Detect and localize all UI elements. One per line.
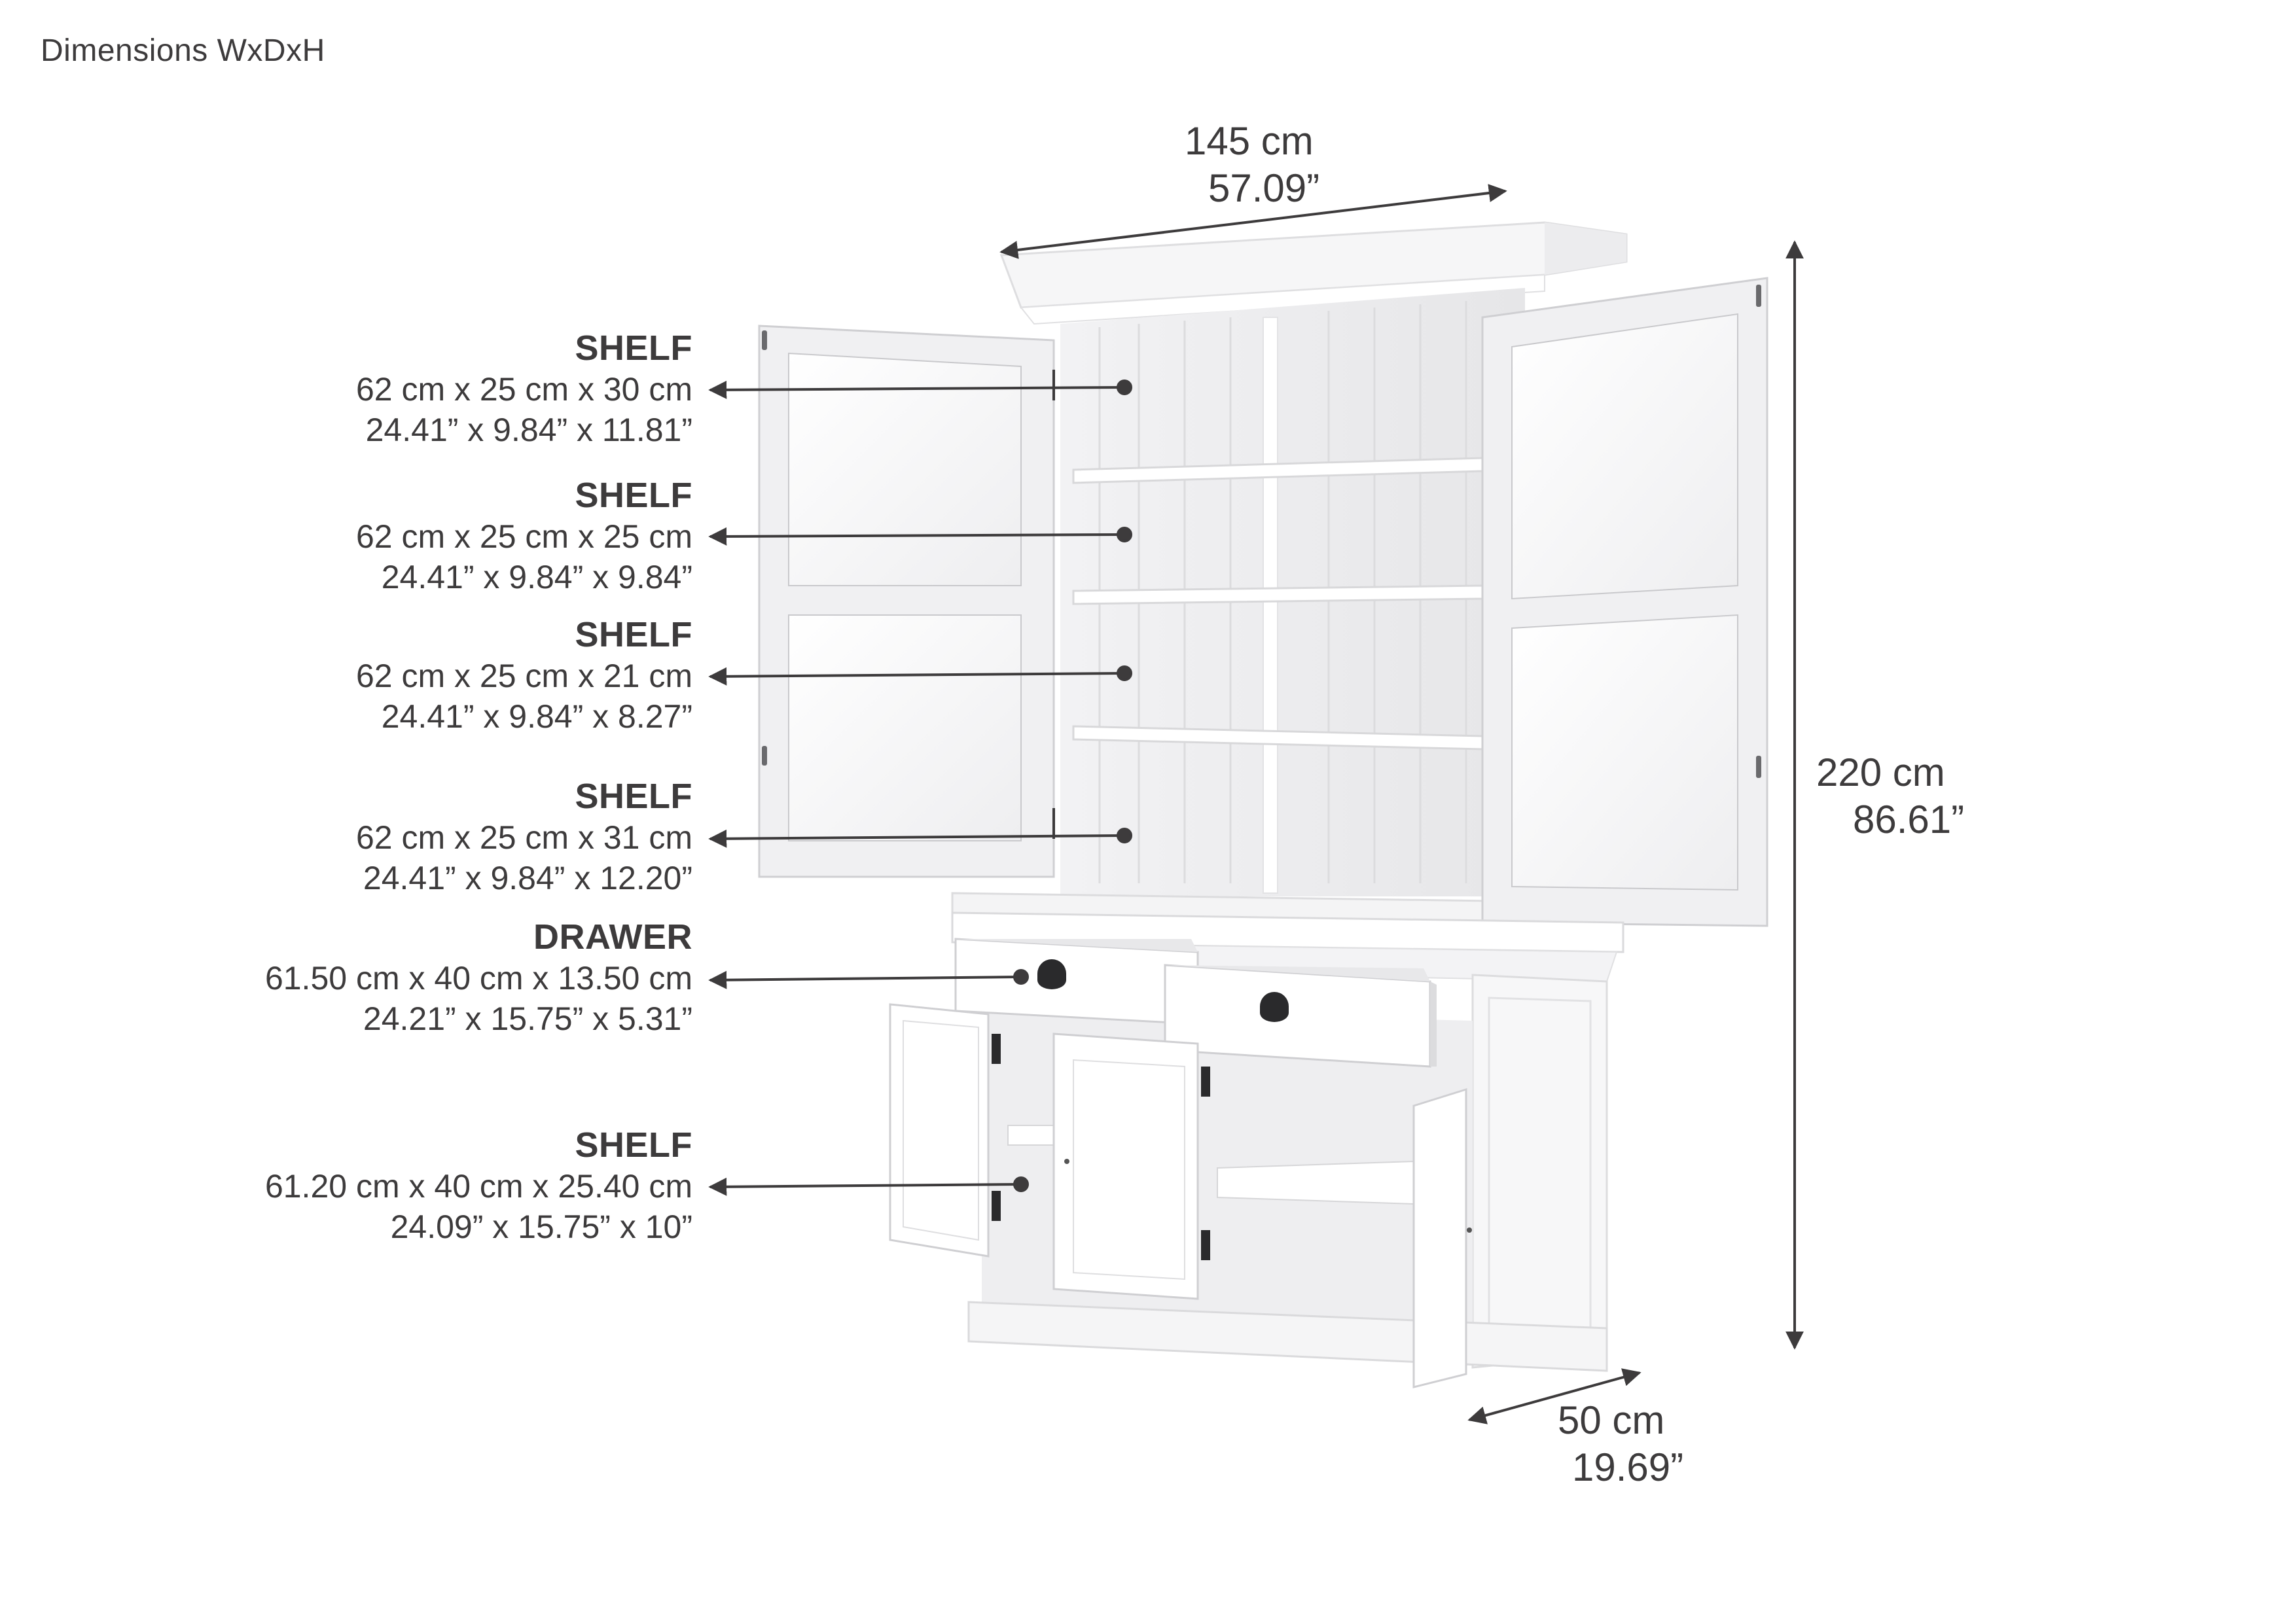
- width-arrow: [999, 184, 1507, 259]
- hinge-icon: [762, 330, 767, 350]
- lower-door-far-left: [889, 1003, 1001, 1258]
- callout-cm: 62 cm x 25 cm x 31 cm: [355, 819, 692, 856]
- callout-in: 24.41” x 9.84” x 11.81”: [365, 412, 692, 448]
- callout-in: 24.41” x 9.84” x 8.27”: [381, 698, 692, 735]
- callout-label: SHELF: [575, 1125, 692, 1165]
- callout-shelf-1: SHELF 62 cm x 25 cm x 30 cm 24.41” x 9.8…: [356, 327, 692, 450]
- callout-in: 24.41” x 9.84” x 9.84”: [381, 559, 692, 595]
- callout-label: SHELF: [575, 328, 692, 368]
- callout-in: 24.21” x 15.75” x 5.31”: [363, 1000, 692, 1037]
- drawer-right: [1164, 964, 1437, 1068]
- height-label: 220 cm 86.61”: [1816, 749, 1964, 843]
- callout-cm: 61.20 cm x 40 cm x 25.40 cm: [264, 1168, 692, 1205]
- hinge-icon: [1201, 1067, 1210, 1097]
- leader-shelf-3: [708, 667, 1124, 686]
- anchor-dot: [1013, 1176, 1029, 1192]
- anchor-dot: [1117, 665, 1132, 681]
- hinge-icon: [762, 746, 767, 766]
- depth-arrow: [1467, 1368, 1641, 1424]
- left-glass-door: [758, 325, 1055, 878]
- anchor-dot: [1117, 380, 1132, 395]
- callout-label: SHELF: [575, 615, 692, 654]
- callout-cm: 62 cm x 25 cm x 25 cm: [355, 518, 692, 555]
- drawer-pull-icon: [1260, 992, 1289, 1022]
- callout-drawer: DRAWER 61.50 cm x 40 cm x 13.50 cm 24.21…: [265, 916, 692, 1039]
- drawer-pull-icon: [1037, 959, 1066, 989]
- hinge-icon: [1756, 285, 1761, 307]
- callout-cm: 62 cm x 25 cm x 21 cm: [355, 658, 692, 694]
- page-title: Dimensions WxDxH: [41, 33, 325, 68]
- callout-label: SHELF: [575, 777, 692, 816]
- anchor-dot: [1117, 527, 1132, 542]
- hinge-icon: [992, 1191, 1001, 1221]
- anchor-dot: [1117, 828, 1132, 843]
- callout-shelf-2: SHELF 62 cm x 25 cm x 25 cm 24.41” x 9.8…: [356, 474, 692, 597]
- callout-label: SHELF: [575, 476, 692, 515]
- drawer-left: [954, 938, 1199, 1025]
- callout-shelf-3: SHELF 62 cm x 25 cm x 21 cm 24.41” x 9.8…: [356, 614, 692, 737]
- lower-door-right: [1412, 1087, 1472, 1388]
- callout-in: 24.41” x 9.84” x 12.20”: [363, 860, 692, 896]
- hinge-icon: [1201, 1230, 1210, 1260]
- leader-shelf-2: [708, 527, 1124, 546]
- lower-door-middle: [1052, 1033, 1210, 1300]
- callout-cm: 62 cm x 25 cm x 30 cm: [355, 371, 692, 408]
- hutch: [951, 221, 1628, 930]
- hinge-icon: [1756, 756, 1761, 778]
- height-in: 86.61”: [1853, 798, 1965, 841]
- leader-cabinet-shelf: [708, 1177, 1020, 1196]
- callout-in: 24.09” x 15.75” x 10”: [390, 1209, 692, 1245]
- hinge-icon: [992, 1034, 1001, 1064]
- height-cm: 220 cm: [1816, 750, 1945, 794]
- right-glass-door: [1481, 277, 1768, 927]
- anchor-dot: [1013, 969, 1029, 985]
- leader-drawer: [708, 970, 1020, 989]
- callout-label: DRAWER: [533, 917, 692, 957]
- callout-shelf-4: SHELF 62 cm x 25 cm x 31 cm 24.41” x 9.8…: [356, 775, 692, 898]
- callout-cabinet-shelf: SHELF 61.20 cm x 40 cm x 25.40 cm 24.09”…: [265, 1124, 692, 1247]
- depth-in: 19.69”: [1572, 1445, 1684, 1489]
- width-cm: 145 cm: [1185, 119, 1314, 163]
- callout-cm: 61.50 cm x 40 cm x 13.50 cm: [264, 960, 692, 997]
